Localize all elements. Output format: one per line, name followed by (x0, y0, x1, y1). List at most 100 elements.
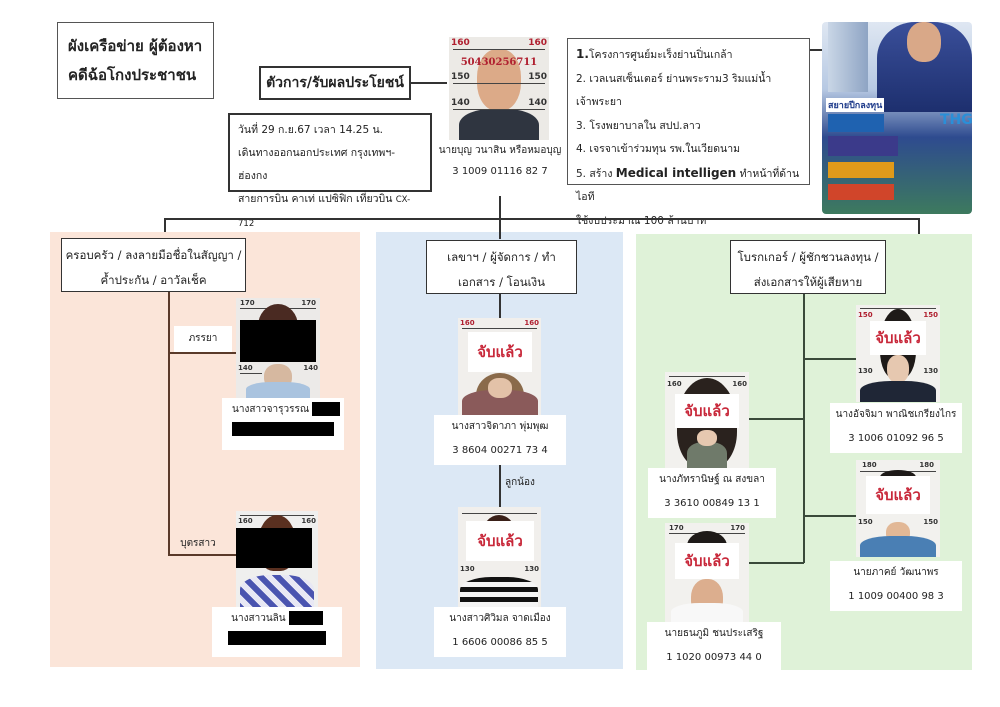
face (477, 49, 521, 111)
scale-tick: 170 (301, 299, 316, 307)
shirt (671, 603, 743, 623)
scale-tick: 150 (923, 518, 938, 526)
caught-stamp: จับแล้ว (466, 521, 534, 561)
project-item: 4. เจรจาเข้าร่วมทุน รพ.ในเวียดนาม (576, 138, 801, 162)
mugshot-broker-1: จับแล้ว 150 150 130 130 (856, 305, 940, 402)
project-num: 4. (576, 143, 587, 155)
person-name: นางสาวจารุวรรณ (232, 404, 310, 415)
scale-tick: 160 (301, 517, 316, 525)
scale-tick: 140 (238, 364, 253, 372)
poster-headline: สยายปีกลงทุน (826, 98, 885, 112)
scale-tick: 130 (923, 367, 938, 375)
person-name: นางสาวจิดาภา พุ่มพุฒ (451, 421, 549, 432)
top (687, 442, 727, 468)
relation-label-wife: ภรรยา (174, 326, 232, 352)
person-name: นายธนภูมิ ชนประเสริฐ (664, 628, 764, 639)
group-label-line: ส่งเอกสารให้ผู้เสียหาย (753, 275, 863, 289)
project-text: เจรจาเข้าร่วมทุน รพ.ในเวียดนาม (589, 143, 741, 155)
project-text: โรงพยาบาลใน สปป.ลาว (589, 119, 701, 132)
person-id-number: 1 1009 00400 98 3 (848, 591, 944, 602)
connector-to-family (164, 218, 166, 238)
scale-tick: 160 (451, 38, 470, 48)
height-scale-line (453, 83, 545, 84)
mugshot-wife: 170 170 140 140 (236, 298, 320, 398)
person-card-staff-1: นางสาวจิดาภา พุ่มพุฒ 3 8604 00271 73 4 (434, 415, 566, 465)
redaction-bar (288, 611, 323, 625)
scale-tick: 160 (524, 319, 539, 327)
scale-tick: 160 (667, 380, 682, 388)
person-name: นางอัจจิมา พาณิชเกรียงไกร (835, 409, 957, 420)
person-card-broker-2: นางภัทรานิษฐ์ ณ สงขลา 3 3610 00849 13 1 (648, 468, 776, 518)
suit (459, 109, 539, 140)
flight-airline-text: สายการบิน คาเท่ แปซิฟิก เที่ยวบิน (238, 193, 393, 205)
person-id-number: 3 1006 01092 96 5 (848, 433, 944, 444)
family-branch-daughter (168, 554, 236, 556)
neck (697, 430, 717, 446)
scale-tick: 150 (923, 311, 938, 319)
person-card-staff-2: นางสาวศิวิมล จาดเมือง 1 6606 00086 85 5 (434, 607, 566, 657)
person-card-broker-3: นายภาคย์ วัฒนาพร 1 1009 00400 98 3 (830, 561, 962, 611)
person-card-wife: นางสาวจารุวรรณ (222, 398, 344, 450)
flight-info-box: วันที่ 29 ก.ย.67 เวลา 14.25 น. เดินทางออ… (228, 113, 432, 229)
caught-stamp: จับแล้ว (675, 543, 739, 579)
person-name: นายภาคย์ วัฒนาพร (853, 567, 939, 578)
scale-tick: 150 (451, 72, 470, 82)
scale-tick: 160 (460, 319, 475, 327)
chart-title-line2: คดีฉ้อโกงประชาชน (68, 66, 197, 84)
mugshot-daughter: 160 160 (236, 511, 318, 609)
person-id-number: 3 3610 00849 13 1 (664, 498, 760, 509)
caught-stamp: จับแล้ว (675, 394, 739, 428)
scale-tick: 140 (451, 98, 470, 108)
chart-title-box: ผังเครือข่าย ผู้ต้องหา คดีฉ้อโกงประชาชน (57, 22, 214, 99)
group-label-line: ครอบครัว / ลงลายมือชื่อในสัญญา / (65, 248, 242, 262)
person-id-number: 1 6606 00086 85 5 (452, 637, 548, 648)
connector-projects-to-poster (810, 49, 824, 51)
poster-building (828, 22, 868, 92)
caught-stamp: จับแล้ว (468, 332, 532, 372)
poster-block (828, 184, 894, 200)
project-text: ทำหน้าที่ด้านไอที (576, 167, 800, 204)
family-tree-trunk (168, 292, 170, 555)
chart-title-line1: ผังเครือข่าย ผู้ต้องหา (68, 37, 203, 55)
scale-tick: 140 (528, 98, 547, 108)
redaction-bar-id (232, 422, 334, 436)
scale-tick: 150 (858, 311, 873, 319)
relation-label-subordinate: ลูกน้อง (505, 477, 535, 488)
broker-branch (803, 515, 857, 517)
group-label-line: เลขาฯ / ผู้จัดการ / ทำ (447, 250, 556, 264)
flight-route: เดินทางออกนอกประเทศ กรุงเทพฯ-ฮ่องกง (238, 147, 396, 182)
scale-tick: 180 (862, 461, 877, 469)
group-label-brokers: โบรกเกอร์ / ผู้ชักชวนลงทุน / ส่งเอกสารให… (730, 240, 886, 294)
poster-brand-logo: THG (940, 112, 972, 128)
connector-to-staff (499, 218, 501, 239)
person-id-number: 3 8604 00271 73 4 (452, 445, 548, 456)
mugshot-broker-2: จับแล้ว 160 160 (665, 372, 749, 468)
project-num: 2. (576, 72, 587, 85)
person-name-row: นางสาวจารุวรรณ (222, 398, 344, 422)
project-text-bold: Medical intelligen (615, 165, 737, 180)
family-branch-wife (168, 352, 236, 354)
project-num: 3. (576, 119, 587, 132)
principal-role-label: ตัวการ/รับผลประโยชน์ (259, 66, 411, 100)
mugshot-broker-4: จับแล้ว 170 170 (665, 523, 749, 623)
scale-tick: 150 (858, 518, 873, 526)
face (887, 355, 909, 383)
caught-stamp: จับแล้ว (866, 476, 930, 514)
scale-tick: 150 (528, 72, 547, 82)
project-item: 3. โรงพยาบาลใน สปป.ลาว (576, 115, 801, 139)
poster-block (828, 136, 898, 156)
scale-tick: 170 (240, 299, 255, 307)
scale-tick: 180 (919, 461, 934, 469)
striped-shirt (460, 577, 538, 607)
poster-person-face (907, 22, 941, 62)
broker-branch (749, 418, 804, 420)
height-scale-line (453, 109, 545, 110)
scale-tick: 140 (303, 364, 318, 372)
shirt (246, 382, 310, 398)
group-label-line: โบรกเกอร์ / ผู้ชักชวนลงทุน / (737, 250, 879, 264)
project-text: สร้าง (589, 167, 613, 180)
group-label-staff: เลขาฯ / ผู้จัดการ / ทำ เอกสาร / โอนเงิน (426, 240, 577, 294)
redaction-bar (240, 320, 316, 362)
neck (488, 378, 512, 398)
project-budget: ใช้งบประมาณ 100 ล้านบาท (576, 214, 707, 227)
